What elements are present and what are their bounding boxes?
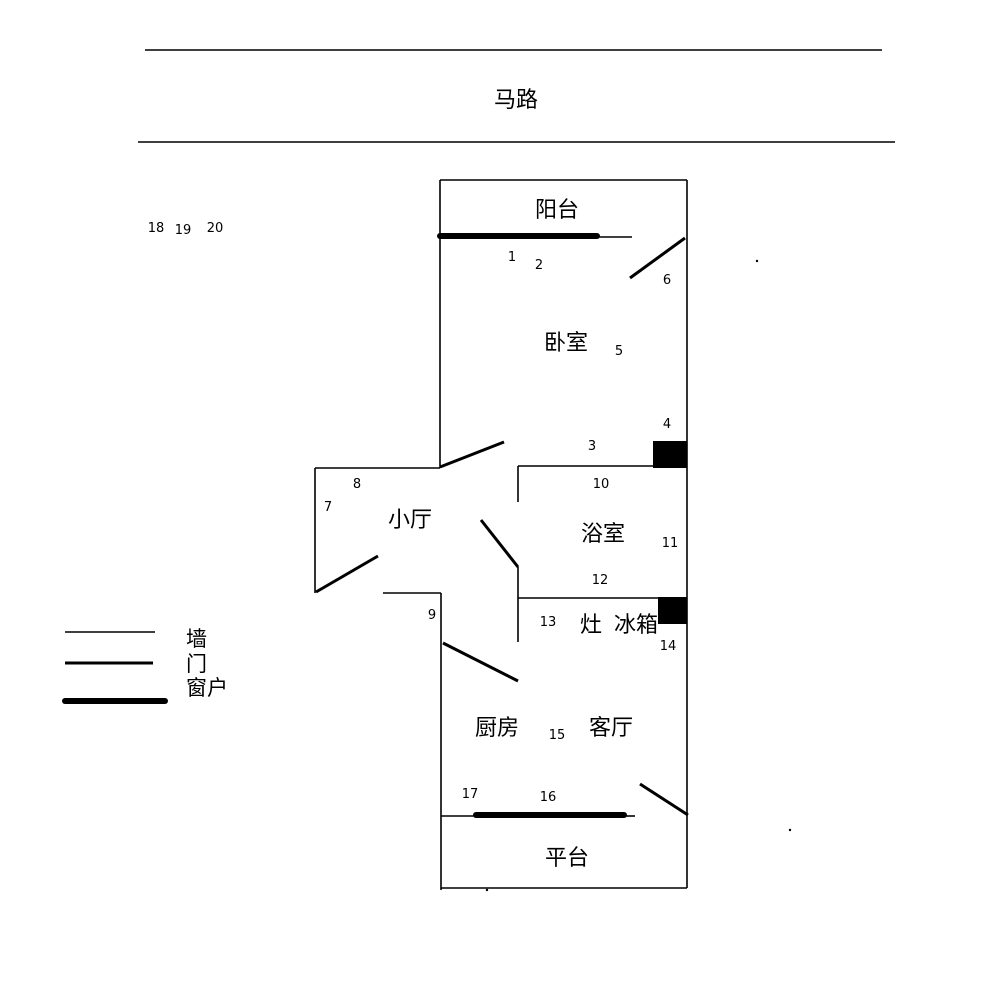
block-fridge bbox=[658, 597, 687, 624]
stray-dots bbox=[485, 259, 792, 892]
door-hall-outer bbox=[315, 554, 379, 594]
label-balcony: 阳台 bbox=[535, 198, 579, 223]
marker-8: 8 bbox=[353, 477, 361, 492]
door-bedroom bbox=[439, 440, 505, 469]
door-balcony bbox=[629, 236, 686, 280]
marker-4: 4 bbox=[663, 417, 671, 432]
marker-13: 13 bbox=[540, 615, 557, 630]
marker-5: 5 bbox=[615, 344, 623, 359]
door-platform bbox=[639, 782, 689, 817]
dot-2 bbox=[788, 828, 792, 832]
door-bathroom bbox=[479, 519, 520, 568]
label-bathroom: 浴室 bbox=[581, 522, 625, 547]
marker-2: 2 bbox=[535, 258, 543, 273]
label-bedroom: 卧室 bbox=[544, 331, 588, 356]
marker-20: 20 bbox=[207, 221, 224, 236]
dot-3 bbox=[485, 888, 489, 892]
marker-14: 14 bbox=[660, 639, 677, 654]
label-fridge: 冰箱 bbox=[614, 613, 658, 638]
marker-12: 12 bbox=[592, 573, 609, 588]
marker-11: 11 bbox=[662, 536, 679, 551]
road-label: 马路 bbox=[494, 88, 538, 113]
legend: 墙 门 窗户 bbox=[62, 627, 228, 704]
marker-9: 9 bbox=[428, 608, 436, 623]
door-kitchen bbox=[442, 641, 519, 683]
legend-door-label: 门 bbox=[186, 652, 207, 676]
marker-10: 10 bbox=[593, 477, 610, 492]
legend-window-label: 窗户 bbox=[186, 676, 228, 700]
marker-1: 1 bbox=[508, 250, 516, 265]
block-upper bbox=[653, 441, 687, 468]
marker-6: 6 bbox=[663, 273, 671, 288]
marker-3: 3 bbox=[588, 439, 596, 454]
marker-18: 18 bbox=[148, 221, 165, 236]
label-kitchen: 厨房 bbox=[475, 716, 519, 741]
label-platform: 平台 bbox=[545, 846, 589, 871]
doors bbox=[315, 236, 689, 817]
solid-blocks bbox=[653, 441, 687, 624]
marker-17: 17 bbox=[462, 787, 479, 802]
legend-wall-label: 墙 bbox=[186, 627, 207, 651]
marker-19: 19 bbox=[175, 223, 192, 238]
marker-7: 7 bbox=[324, 500, 332, 515]
road: 马路 bbox=[138, 49, 895, 143]
number-markers: 1 2 3 4 5 6 7 8 9 10 11 12 13 14 15 16 1… bbox=[148, 221, 679, 805]
walls bbox=[314, 179, 688, 890]
label-small-hall: 小厅 bbox=[388, 508, 432, 533]
label-stove: 灶 bbox=[580, 613, 602, 638]
marker-15: 15 bbox=[549, 728, 566, 743]
room-labels: 阳台 卧室 小厅 浴室 灶 冰箱 厨房 客厅 平台 bbox=[388, 198, 658, 871]
label-living-room: 客厅 bbox=[589, 716, 633, 741]
windows bbox=[437, 233, 627, 818]
marker-16: 16 bbox=[540, 790, 557, 805]
dot-1 bbox=[755, 259, 759, 263]
